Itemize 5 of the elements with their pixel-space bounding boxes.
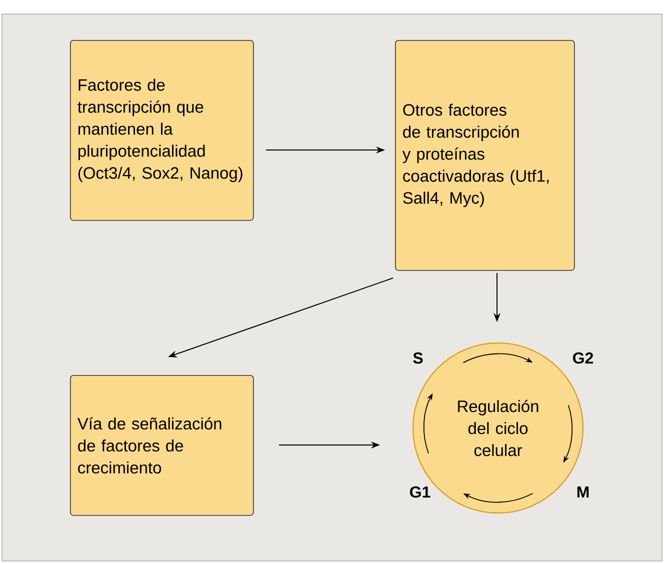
process-box: Otros factores de transcripción y proteínas coactivadoras (Utf1, Sall4, Myc) xyxy=(395,40,575,271)
phase-label: G1 xyxy=(410,486,430,498)
process-box: Factores de transcripción que mantienen la pluripotencialidad (Oct3/4, Sox2, Nanog) xyxy=(70,40,254,221)
phase-label: S xyxy=(413,352,423,364)
process-box: Vía de señalización de factores de crecimiento xyxy=(70,375,254,516)
